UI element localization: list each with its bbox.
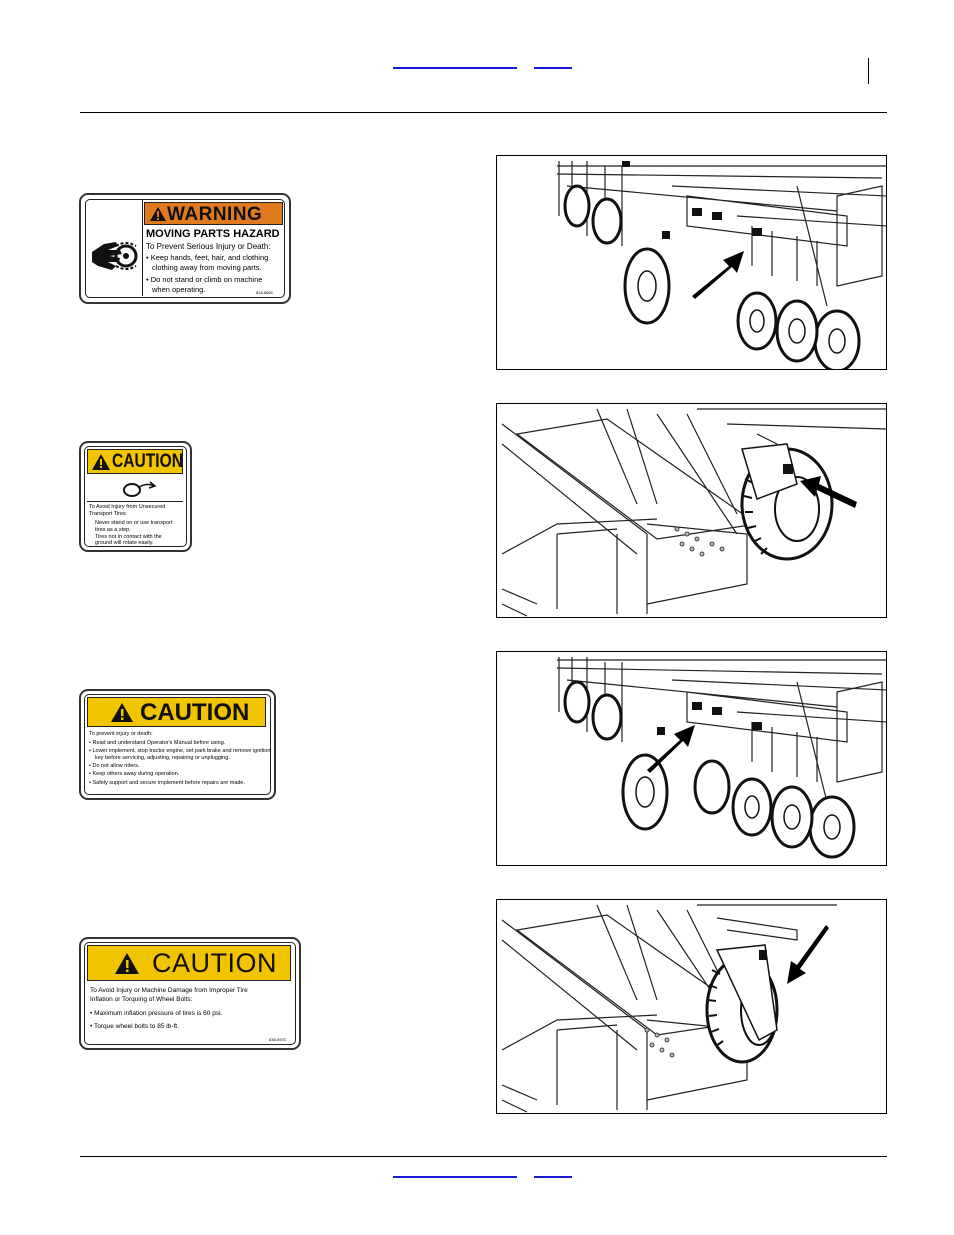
caution-body-line-4: ground will rotate easily. (95, 540, 154, 546)
footer-link-underline-2[interactable] (534, 1176, 572, 1178)
caution-bullet-2-cont: key before servicing, adjusting, repairi… (95, 755, 230, 761)
header-link-underline-1[interactable] (393, 67, 517, 69)
caution-transport-tires-decal: CAUTION To Avoid Injury from Unsecured T… (79, 441, 192, 552)
warning-bullet-2-cont: when operating. (152, 285, 206, 294)
caution-bullet-2: • Torque wheel bolts to 85 lb-ft. (90, 1023, 179, 1030)
caution-general-decal: CAUTION To prevent injury or death: • Re… (79, 689, 276, 800)
caution-bullet-3: • Do not allow riders. (89, 763, 140, 769)
alert-triangle-icon (150, 207, 166, 221)
alert-triangle-icon (111, 703, 133, 722)
header-page-marker (868, 58, 869, 84)
caution-body-line-2: tires as a step. (95, 527, 131, 533)
caution-lead: To prevent injury or death: (89, 731, 153, 737)
hand-chain-hazard-icon (86, 200, 143, 296)
photo-tire-inflation-caution (496, 899, 887, 1114)
alert-triangle-icon (92, 454, 110, 470)
caution-header-bar: CAUTION (87, 449, 183, 474)
caution-tire-inflation-decal: CAUTION To Avoid Injury or Machine Damag… (79, 937, 301, 1050)
header-rule (80, 112, 887, 113)
caution-lead-line-2: Inflation or Torquing of Wheel Bolts: (90, 996, 193, 1003)
caution-lead-line-1: To Avoid Injury or Machine Damage from I… (90, 987, 248, 994)
hazard-title: MOVING PARTS HAZARD (146, 228, 280, 240)
caution-header-bar: CAUTION (87, 697, 266, 727)
caution-signal-word: CAUTION (112, 451, 183, 472)
caution-bullet-4: • Keep others away during operation. (89, 771, 180, 777)
caution-part-number: 838-092C (269, 1037, 287, 1042)
caution-lead-line-2: Transport Tires (89, 511, 126, 517)
arrow-icon (647, 725, 695, 773)
caution-header-bar: CAUTION (87, 945, 291, 981)
warning-bullet-1: • Keep hands, feet, hair, and clothing (146, 253, 269, 262)
warning-lead: To Prevent Serious Injury or Death: (146, 242, 271, 251)
rotating-tire-icon (123, 481, 157, 497)
footer-rule (80, 1156, 887, 1157)
caution-signal-word: CAUTION (152, 948, 277, 978)
photo-planter-rows-caution (496, 651, 887, 866)
caution-signal-word: CAUTION (140, 699, 250, 726)
warning-header-bar: WARNING (144, 202, 283, 225)
alert-triangle-icon (115, 953, 139, 974)
caution-bullet-5: • Safely support and secure implement be… (89, 780, 246, 786)
footer-link-underline-1[interactable] (393, 1176, 517, 1178)
caution-lead-line-1: To Avoid Injury from Unsecured (89, 504, 166, 510)
caution-bullet-1: • Read and understand Operator's Manual … (89, 740, 226, 746)
arrow-icon (800, 476, 857, 508)
warning-moving-parts-decal: WARNING MOVING PARTS HAZARD To Prevent S… (79, 193, 291, 304)
caution-bullet-2: • Lower implement, stop tractor engine, … (89, 748, 271, 754)
photo-transport-tire-caution (496, 403, 887, 618)
header-link-underline-2[interactable] (534, 67, 572, 69)
warning-bullet-1-cont: clothing away from moving parts. (152, 263, 262, 272)
arrow-icon (787, 925, 829, 984)
caution-bullet-1: • Maximum inflation pressure of tires is… (90, 1010, 223, 1017)
caution-body-line-1: Never stand on or use transport (95, 520, 173, 526)
warning-signal-word: WARNING (167, 204, 263, 225)
photo-planter-rows-warning (496, 155, 887, 370)
arrow-icon (692, 251, 744, 299)
warning-part-number: 818-860C (256, 290, 274, 295)
warning-bullet-2: • Do not stand or climb on machine (146, 275, 263, 284)
caution-body-line-3: Tires not in contact with the (95, 534, 162, 540)
